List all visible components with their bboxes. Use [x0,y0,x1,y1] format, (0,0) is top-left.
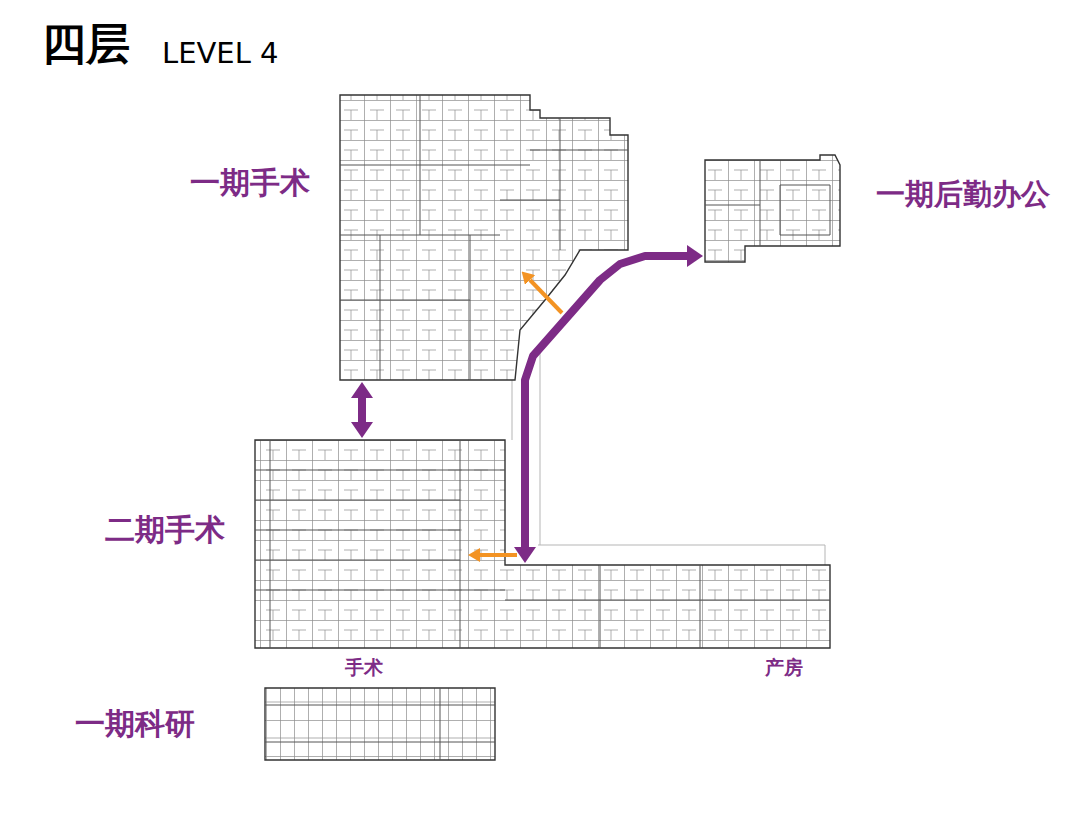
page-title: 四层 [42,18,130,71]
zone-label: 产房 [765,656,803,679]
zone-label: 一期后勤办公 [876,177,1050,212]
plan-walls [340,95,628,380]
building-zone: 一期科研 [265,688,495,760]
building-plan [705,155,840,262]
walkway-arrow [358,398,366,422]
corridor-outline [538,545,825,565]
level-label: LEVEL 4 [162,36,278,71]
building-plan [265,688,495,760]
zone-label: 一期科研 [75,706,195,742]
zone-label: 一期手术 [190,165,310,201]
plan-walls [705,160,830,246]
building-plan [255,440,830,648]
zone-label: 手术 [345,656,383,679]
zone-label: 二期手术 [105,512,225,548]
walkway-arrow [525,256,687,547]
building-zone: 一期手术 [340,95,630,380]
entry-arrow [480,553,517,557]
plan-walls [255,440,830,648]
plan-walls [265,688,495,760]
corridor-outline [540,345,541,545]
building-plan [340,95,628,380]
building-zone: 二期手术手术产房 [255,440,830,648]
entry-arrow [530,280,562,313]
building-zone: 一期后勤办公 [705,160,840,262]
